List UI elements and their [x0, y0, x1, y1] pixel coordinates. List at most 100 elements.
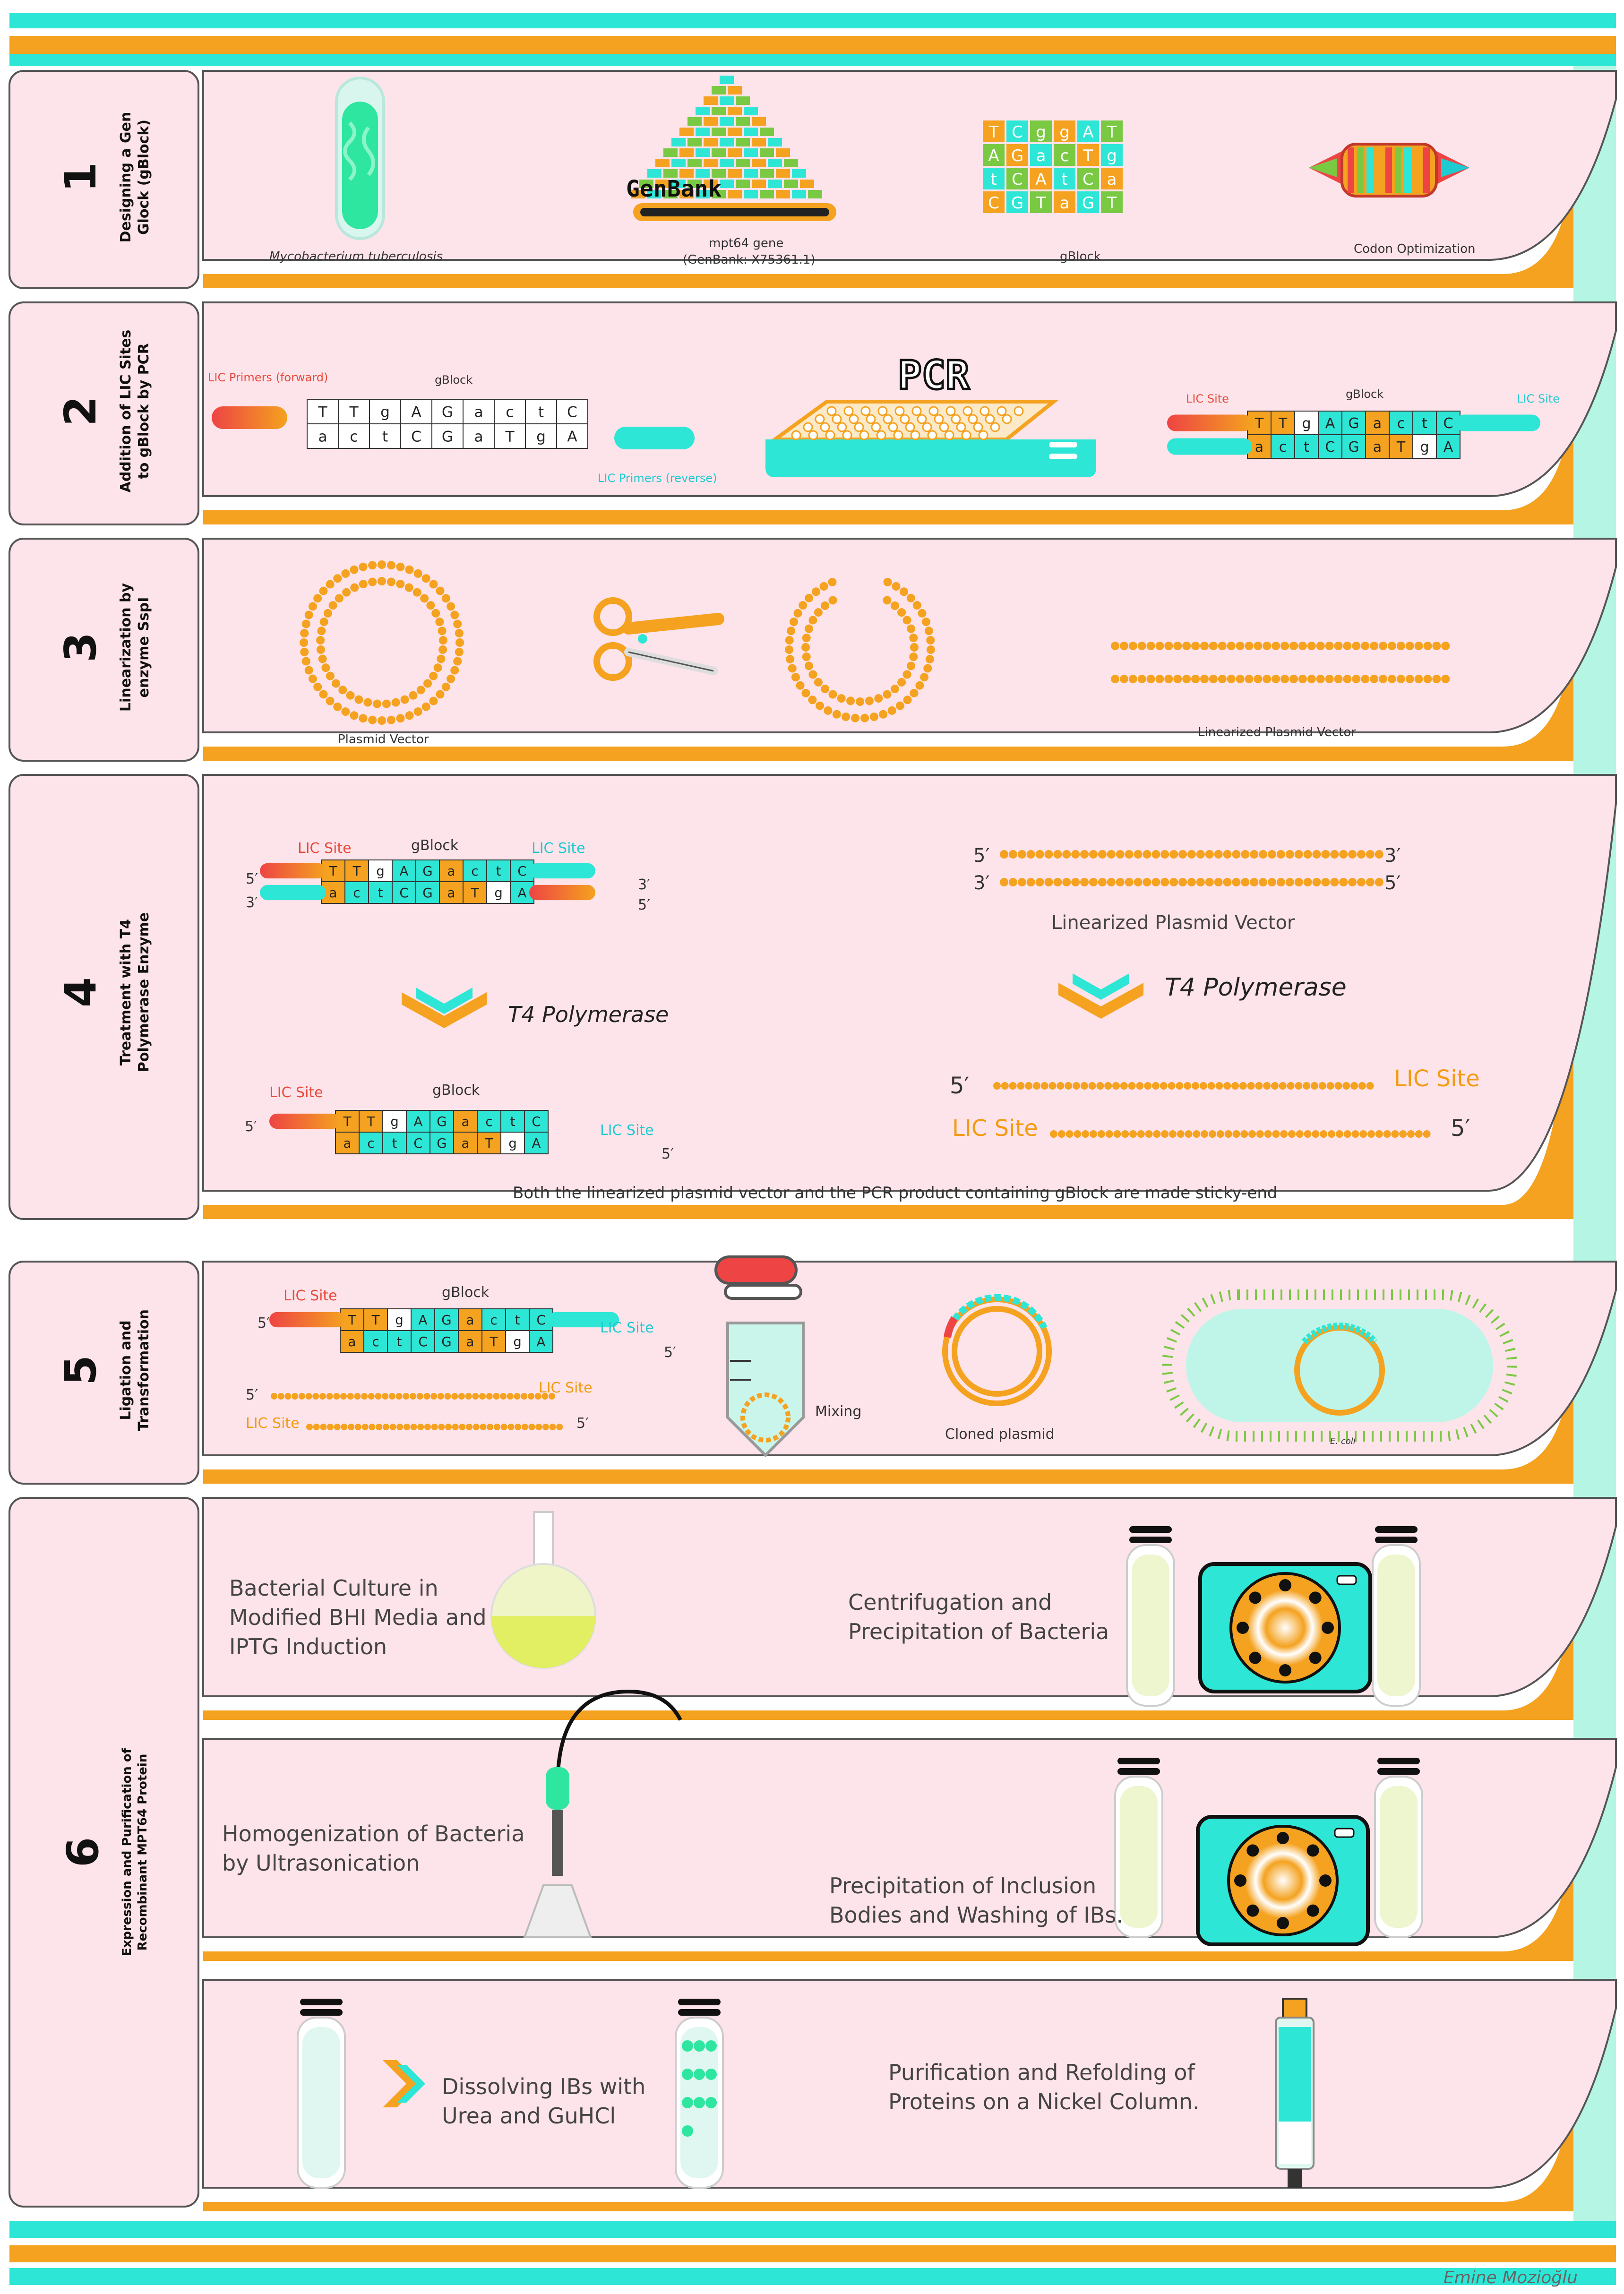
gblock-cell — [1054, 168, 1075, 189]
codon-optimization-icon — [1309, 143, 1469, 198]
base-letter: T — [485, 1135, 493, 1151]
plasmid-bead — [1432, 675, 1441, 683]
plasmid-bead — [423, 1393, 430, 1400]
plasmid-bead — [883, 596, 892, 605]
plasmid-bead — [1187, 878, 1196, 886]
plasmid-bead — [1272, 675, 1280, 683]
end-5prime: 5′ — [662, 1146, 674, 1162]
plasmid-bead — [1241, 878, 1250, 886]
plasmid-bead — [340, 1393, 347, 1400]
cloned-plasmid-icon — [942, 1294, 1052, 1406]
codon-label: Codon Optimization — [1354, 242, 1476, 256]
pcr-well — [877, 406, 888, 416]
plasmid-bead — [378, 560, 386, 569]
pyramid-cell — [696, 128, 710, 136]
plasmid-bead — [521, 1424, 528, 1430]
pcr-well — [1014, 406, 1024, 416]
plasmid-bead — [535, 1424, 542, 1430]
nucleotide — [477, 1132, 501, 1154]
plasmid-bead — [1247, 1082, 1255, 1090]
pyramid-cell — [776, 148, 790, 157]
sonicator-icon — [523, 1689, 682, 1938]
plasmid-bead — [1080, 878, 1089, 886]
base-letter: a — [462, 1114, 470, 1129]
pyramid-cell — [776, 190, 790, 198]
base-letter: a — [1373, 439, 1382, 455]
rotor-slot — [1277, 1917, 1289, 1929]
plasmid-bead — [318, 654, 327, 663]
plasmid-bead — [1307, 642, 1316, 650]
plasmid-bead — [417, 1424, 424, 1430]
nucleotide — [382, 1132, 407, 1154]
rotor-slot — [1319, 1874, 1332, 1887]
plasmid-bead — [487, 1424, 494, 1430]
plasmid-bead — [1173, 642, 1182, 650]
base-letter: g — [508, 1135, 517, 1151]
base-letter: g — [513, 1334, 522, 1349]
plasmid-bead — [790, 618, 799, 627]
pyramid-cell — [687, 159, 702, 167]
nucleotide — [392, 881, 416, 904]
plasmid-bead — [1250, 850, 1259, 859]
plasmid-bead — [1121, 1130, 1129, 1138]
genbank-logo: GenBank — [626, 176, 722, 202]
plasmid-bead — [1303, 850, 1312, 859]
plasmid-bead — [1134, 850, 1143, 859]
plasmid-bead — [378, 716, 386, 725]
plasmid-bead — [527, 1393, 534, 1400]
plasmid-bead — [1017, 878, 1026, 886]
pcr-well — [803, 422, 813, 432]
plasmid-bead — [387, 561, 395, 570]
plasmid-bead — [1366, 878, 1375, 886]
ib-tube-content — [1380, 1786, 1418, 1928]
gblock-cell — [1077, 168, 1099, 189]
base-letter: c — [485, 1114, 492, 1129]
plasmid-bead — [479, 1393, 486, 1400]
plasmid-bead — [1407, 1130, 1415, 1138]
base-letter: T — [348, 1312, 356, 1328]
plasmid-bead — [1259, 878, 1268, 886]
t4-polymerase-label: T4 Polymerase — [508, 1002, 669, 1027]
plasmid-bead — [1295, 1082, 1303, 1090]
particle — [682, 2040, 693, 2052]
pcr-well — [888, 422, 898, 432]
pcr-well — [939, 422, 949, 432]
plasmid-bead — [1289, 675, 1298, 683]
base-letter: G — [442, 404, 453, 421]
pcr-well — [911, 406, 922, 416]
plasmid-bead — [363, 698, 372, 707]
particle — [705, 2040, 717, 2052]
gblock-cell — [1101, 120, 1123, 142]
gblock-letter: a — [1060, 194, 1070, 213]
plasmid-bead — [926, 636, 935, 644]
plasmid-bead — [500, 1393, 507, 1400]
plasmid-bead — [317, 627, 326, 636]
pcr-well — [791, 430, 801, 440]
plasmid-bead — [788, 664, 797, 673]
nucleotide — [368, 881, 393, 904]
pyramid-cell — [736, 96, 750, 105]
plasmid-bead — [1316, 642, 1325, 650]
pyramid-cell — [639, 180, 653, 188]
gblock-cell — [983, 191, 1005, 213]
plasmid-bead — [458, 1393, 465, 1400]
plasmid-bead — [391, 698, 400, 707]
nucleotide — [307, 399, 339, 424]
pyramid-cell — [679, 190, 694, 198]
pyramid-cell — [784, 180, 798, 188]
plasmid-bead — [1272, 642, 1280, 650]
pcr-well — [961, 430, 971, 440]
plasmid-bead — [400, 695, 409, 704]
side-tab — [9, 70, 199, 289]
plasmid-bead — [493, 1424, 500, 1430]
plasmid-bead — [924, 627, 933, 636]
gblock-cell — [1054, 191, 1075, 213]
nucleotide — [344, 859, 369, 882]
plasmid-bead — [1326, 1082, 1334, 1090]
plasmid-bead — [1358, 1082, 1366, 1090]
plasmid-bead — [1182, 642, 1191, 650]
pcr-well — [997, 406, 1007, 416]
pcr-well — [837, 422, 847, 432]
pcr-well — [832, 414, 842, 424]
plasmid-bead — [436, 690, 445, 699]
